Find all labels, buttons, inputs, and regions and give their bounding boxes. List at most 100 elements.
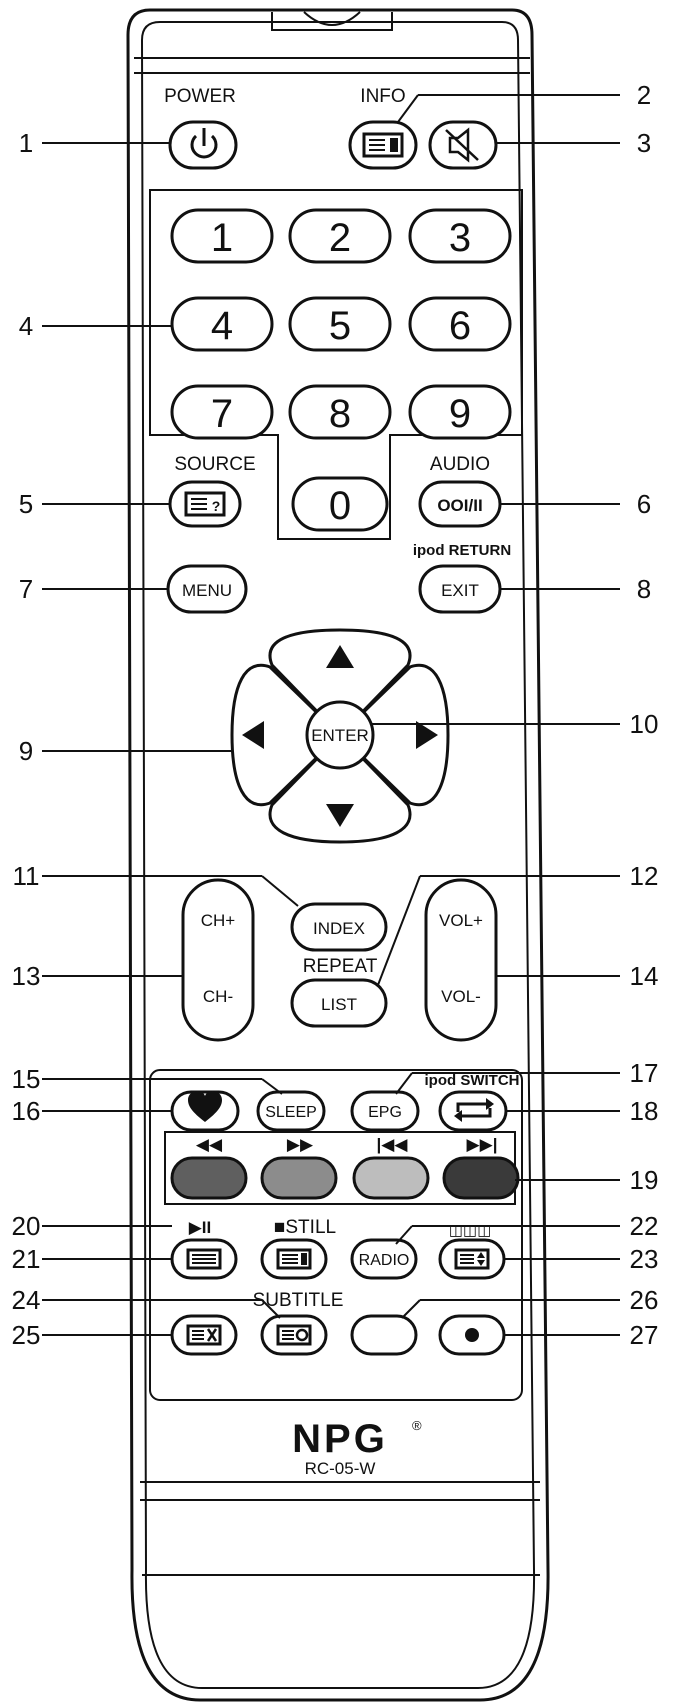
ipod-switch-label: ipod SWITCH [425,1072,520,1089]
arrow-right-icon [416,721,438,749]
registered-mark: ® [412,1418,422,1433]
audio-label: AUDIO [430,454,490,475]
digit-key-4[interactable]: 4 [170,296,274,352]
page-icon-label: ◫◫◫ [449,1222,492,1239]
callout-27: 27 [630,1320,659,1350]
subtitle-button[interactable] [260,1314,328,1356]
digit-key-6[interactable]: 6 [408,296,512,352]
brand-logo: NPG [292,1417,388,1461]
digit-label: 6 [449,304,471,348]
callout-8: 8 [637,574,651,604]
teletext-button[interactable] [170,1238,238,1280]
dpad-left-button[interactable] [230,663,343,807]
digit-key-8[interactable]: 8 [288,384,392,440]
callout-24: 24 [12,1285,41,1315]
dpad-up-button[interactable] [268,628,412,738]
blue-key[interactable] [442,1156,520,1200]
callout-25: 25 [12,1320,41,1350]
callout-17: 17 [630,1058,659,1088]
callout-10: 10 [630,709,659,739]
callout-19: 19 [630,1165,659,1195]
ipod-return-label: ipod RETURN [413,542,511,559]
index-button[interactable]: INDEX [290,902,388,952]
channel-down-label: CH- [203,987,233,1006]
blank-button[interactable] [350,1314,418,1356]
subtitle-label: SUBTITLE [253,1290,344,1311]
digit-label: 4 [211,304,233,348]
enter-label: ENTER [311,726,369,745]
page-up-down-icon [454,1248,490,1270]
channel-up-label: CH+ [201,911,236,930]
menu-label: MENU [182,581,232,600]
callout-12: 12 [630,861,659,891]
audio-button[interactable]: OOI/II [418,480,502,528]
callout-22: 22 [630,1211,659,1241]
digit-key-1[interactable]: 1 [170,208,274,264]
info-button[interactable] [348,120,418,170]
ipod-switch-button[interactable] [438,1090,508,1132]
exit-button[interactable]: EXIT [418,564,502,614]
radio-button[interactable]: RADIO [350,1238,418,1280]
fast-forward-icon: ▶▶ [287,1135,314,1154]
heart-icon [188,1091,222,1122]
source-label: SOURCE [174,454,255,475]
digit-key-3[interactable]: 3 [408,208,512,264]
digit-label: 2 [329,216,351,260]
epg-button[interactable]: EPG [350,1090,420,1132]
epg-label: EPG [368,1104,402,1121]
mute-button[interactable] [428,120,498,170]
callout-2: 2 [637,80,651,110]
page-button[interactable] [438,1238,506,1280]
hold-button[interactable] [260,1238,328,1280]
sleep-button[interactable]: SLEEP [256,1090,326,1132]
menu-button[interactable]: MENU [166,564,248,614]
arrow-left-icon [242,721,264,749]
volume-rocker[interactable]: VOL+ VOL- [424,878,498,1042]
dpad-down-button[interactable] [268,732,412,844]
digit-key-7[interactable]: 7 [170,384,274,440]
cancel-button[interactable] [170,1314,238,1356]
previous-track-icon: |◀◀ [377,1135,409,1154]
source-button[interactable]: ? [168,480,242,528]
digit-label: 7 [211,392,233,436]
red-key[interactable] [170,1156,248,1200]
function-panel-frame [149,1069,523,1401]
power-button[interactable] [168,120,238,170]
channel-rocker[interactable]: CH+ CH- [181,878,255,1042]
digit-label: 8 [329,392,351,436]
green-key[interactable] [260,1156,338,1200]
digit-key-5[interactable]: 5 [288,296,392,352]
callout-21: 21 [12,1244,41,1274]
dpad-right-button[interactable] [337,663,450,807]
favorite-button[interactable] [170,1090,240,1132]
arrow-up-icon [326,645,354,668]
list-button[interactable]: LIST [290,978,388,1028]
digit-key-0[interactable]: 0 [291,476,389,532]
next-track-icon: ▶▶| [467,1135,498,1154]
audio-mode-icon: OOI/II [437,496,482,515]
volume-down-label: VOL- [441,987,481,1006]
power-icon [190,128,218,159]
digit-key-9[interactable]: 9 [408,384,512,440]
svg-text:?: ? [212,498,221,514]
subtitle-icon [276,1324,312,1346]
callout-lines [42,94,620,1336]
index-label: INDEX [313,919,365,938]
play-pause-icon: ▶II [189,1218,212,1237]
radio-label: RADIO [359,1252,410,1269]
enter-button[interactable]: ENTER [305,700,375,770]
still-label: ■STILL [274,1217,336,1238]
digit-key-2[interactable]: 2 [288,208,392,264]
callout-16: 16 [12,1096,41,1126]
record-button[interactable] [438,1314,506,1356]
digit-label: 3 [449,216,471,260]
rewind-icon: ◀◀ [196,1135,223,1154]
volume-up-label: VOL+ [439,911,483,930]
callout-7: 7 [19,574,33,604]
mute-icon [445,127,479,163]
callout-5: 5 [19,489,33,519]
yellow-key[interactable] [352,1156,430,1200]
callout-6: 6 [637,489,651,519]
arrow-down-icon [326,804,354,827]
